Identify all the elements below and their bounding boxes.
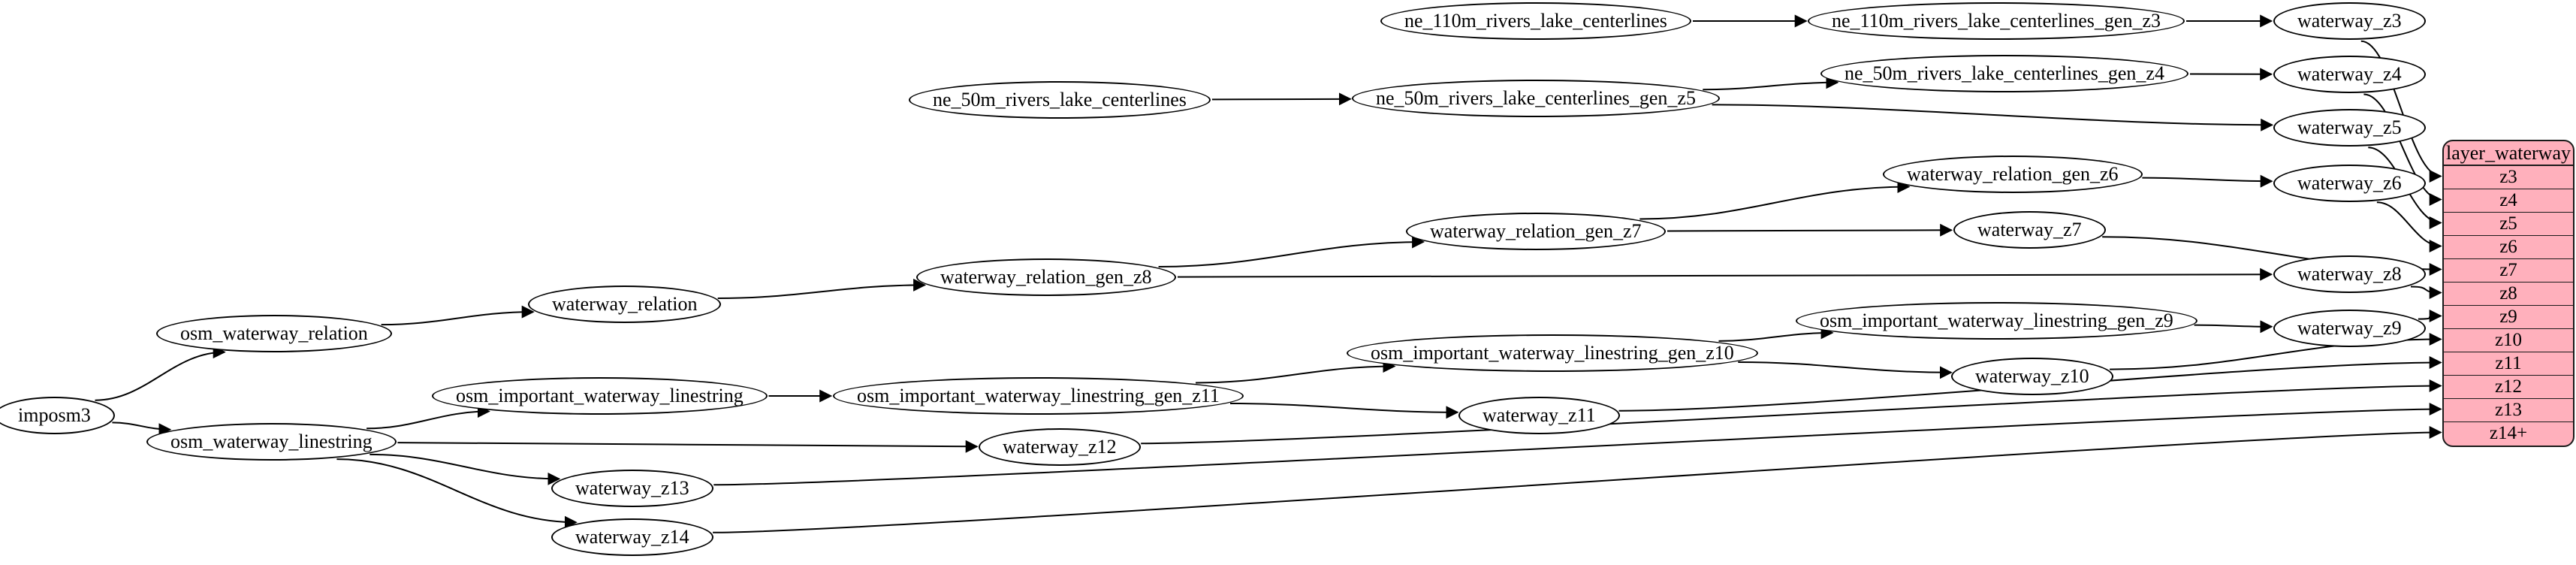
- node-osm_important_waterway_linestring: osm_important_waterway_linestring: [432, 377, 768, 415]
- edge-waterway_relation_gen_z7-to-waterway_z7: [1667, 223, 1953, 237]
- node-osm_waterway_relation: osm_waterway_relation: [156, 315, 392, 352]
- node-osm_important_waterway_linestring_gen_z10: osm_important_waterway_linestring_gen_z1…: [1347, 334, 1758, 372]
- table-row-z8: z8: [2444, 282, 2573, 306]
- edge-osm_waterway_linestring-to-waterway_z12: [397, 440, 979, 453]
- edge-imposm3-to-osm_waterway_relation: [95, 346, 226, 401]
- edge-waterway_relation_gen_z6-to-waterway_z6: [2142, 174, 2273, 188]
- table-row-z14+: z14+: [2489, 423, 2528, 443]
- edge-osm_important_waterway_linestring_gen_z9-to-waterway_z9: [2194, 320, 2273, 334]
- table-row-z9: z9: [2444, 306, 2573, 329]
- node-ne_110m_rivers_lake_centerlines: ne_110m_rivers_lake_centerlines: [1380, 2, 1691, 40]
- table-row-z10: z10: [2444, 329, 2573, 352]
- node-waterway_z10: waterway_z10: [1951, 358, 2113, 395]
- edge-waterway_relation_gen_z7-to-waterway_relation_gen_z6: [1639, 180, 1911, 220]
- edge-waterway_z3-to-layer_waterway-z3: [2360, 40, 2442, 183]
- node-waterway_z12: waterway_z12: [979, 428, 1141, 466]
- edge-waterway_z13-to-layer_waterway-z13: [713, 403, 2442, 486]
- edge-ne_50m_rivers_lake_centerlines-to-ne_50m_rivers_lake_centerlines_gen_z5: [1211, 92, 1352, 106]
- table-row-z4: z4: [2444, 189, 2573, 213]
- edge-osm_important_waterway_linestring_gen_z10-to-osm_important_waterway_linestring_gen_z9: [1718, 326, 1834, 342]
- table-row-z13: z13: [2444, 399, 2573, 422]
- edge-osm_waterway_linestring-to-waterway_z13: [370, 453, 561, 485]
- node-waterway_z9: waterway_z9: [2273, 310, 2426, 347]
- edge-osm_important_waterway_linestring_gen_z11-to-osm_important_waterway_linestring_gen_z10: [1195, 360, 1396, 384]
- node-ne_50m_rivers_lake_centerlines_gen_z5: ne_50m_rivers_lake_centerlines_gen_z5: [1352, 80, 1720, 117]
- node-osm_important_waterway_linestring_gen_z9: osm_important_waterway_linestring_gen_z9: [1796, 302, 2197, 340]
- node-waterway_relation_gen_z8: waterway_relation_gen_z8: [916, 258, 1176, 296]
- node-ne_50m_rivers_lake_centerlines_gen_z4: ne_50m_rivers_lake_centerlines_gen_z4: [1820, 55, 2188, 92]
- node-imposm3: imposm3: [0, 397, 115, 434]
- edge-waterway_z6-to-layer_waterway-z6: [2376, 201, 2442, 252]
- edge-osm_waterway_relation-to-waterway_relation: [381, 305, 535, 326]
- edge-osm_waterway_linestring-to-waterway_z14: [336, 458, 578, 529]
- edge-imposm3-to-osm_waterway_linestring: [112, 421, 172, 437]
- node-waterway_z13: waterway_z13: [551, 470, 713, 507]
- table-row-z5: z5: [2444, 213, 2573, 236]
- edge-waterway_z4-to-layer_waterway-z4: [2363, 93, 2442, 206]
- table-row-z12: z12: [2444, 376, 2573, 399]
- edge-waterway_relation_gen_z8-to-waterway_relation_gen_z7: [1158, 235, 1425, 267]
- table-row-z7: z7: [2444, 259, 2573, 282]
- node-osm_waterway_linestring: osm_waterway_linestring: [146, 423, 397, 461]
- table-row-z6: z6: [2444, 236, 2573, 259]
- node-waterway_z4: waterway_z4: [2273, 56, 2426, 93]
- edge-waterway_z8-to-layer_waterway-z8: [2410, 286, 2442, 299]
- node-waterway_relation_gen_z7: waterway_relation_gen_z7: [1406, 213, 1666, 250]
- edge-osm_waterway_linestring-to-osm_important_waterway_linestring: [366, 405, 490, 430]
- table-title: layer_waterway: [2444, 141, 2573, 166]
- node-waterway_z14: waterway_z14: [551, 518, 713, 556]
- node-waterway_z5: waterway_z5: [2273, 109, 2426, 147]
- table-row-z11: z11: [2444, 352, 2573, 376]
- edge-waterway_z12-to-layer_waterway-z12: [1141, 379, 2442, 445]
- node-waterway_z3: waterway_z3: [2273, 2, 2426, 40]
- node-waterway_z7: waterway_z7: [1953, 211, 2106, 249]
- node-waterway_z6: waterway_z6: [2273, 165, 2426, 202]
- edge-waterway_relation-to-waterway_relation_gen_z8: [717, 278, 927, 299]
- node-waterway_z11: waterway_z11: [1458, 397, 1620, 434]
- edge-waterway_z9-to-layer_waterway-z9: [2418, 310, 2442, 323]
- edge-waterway_z14-to-layer_waterway-z14+: [713, 426, 2442, 533]
- node-ne_50m_rivers_lake_centerlines: ne_50m_rivers_lake_centerlines: [909, 81, 1211, 119]
- edge-ne_50m_rivers_lake_centerlines_gen_z5-to-ne_50m_rivers_lake_centerlines_gen_z4: [1703, 76, 1839, 91]
- node-ne_110m_rivers_lake_centerlines_gen_z3: ne_110m_rivers_lake_centerlines_gen_z3: [1808, 2, 2185, 40]
- edge-ne_50m_rivers_lake_centerlines_gen_z5-to-waterway_z5: [1712, 104, 2274, 131]
- node-waterway_relation_gen_z6: waterway_relation_gen_z6: [1883, 156, 2143, 193]
- edge-waterway_relation_gen_z8-to-waterway_z8: [1177, 267, 2273, 281]
- node-osm_important_waterway_linestring_gen_z11: osm_important_waterway_linestring_gen_z1…: [833, 377, 1244, 415]
- node-waterway_z8: waterway_z8: [2273, 255, 2426, 293]
- edge-osm_important_waterway_linestring_gen_z10-to-waterway_z10: [1738, 361, 1953, 379]
- node-waterway_relation: waterway_relation: [528, 286, 722, 323]
- edge-osm_important_waterway_linestring_gen_z11-to-waterway_z11: [1229, 403, 1459, 419]
- table-row-z3: z3: [2444, 166, 2573, 189]
